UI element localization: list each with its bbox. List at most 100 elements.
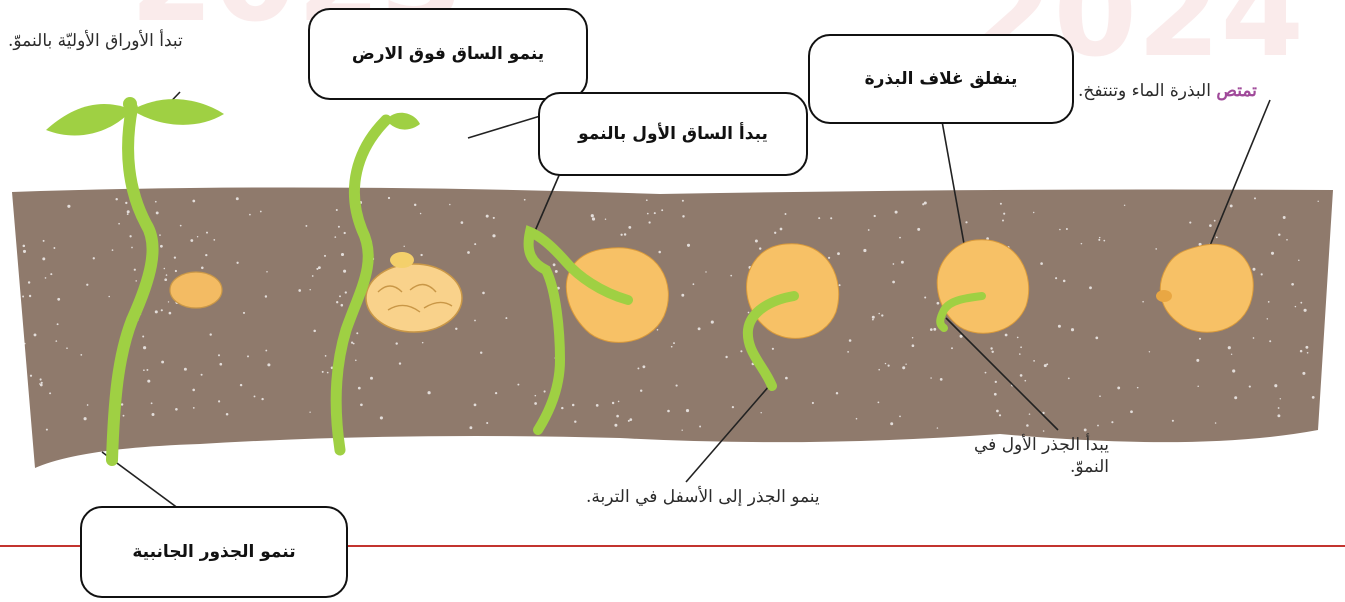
- soil-speck: [887, 364, 890, 367]
- soil-speck: [670, 345, 673, 348]
- soil-speck: [878, 312, 880, 315]
- soil-speck: [590, 214, 594, 218]
- soil-speck: [39, 383, 43, 387]
- soil-speck: [730, 274, 733, 277]
- soil-speck: [951, 347, 953, 350]
- soil-speck: [835, 391, 839, 395]
- soil-speck: [23, 426, 27, 430]
- plant-stem-above-ground: [330, 112, 463, 456]
- soil-speck: [710, 320, 714, 324]
- soil-speck: [55, 340, 58, 342]
- soil-speck: [1252, 337, 1255, 339]
- soil-speck: [175, 408, 178, 411]
- soil-speck: [673, 342, 675, 345]
- soil-speck: [1095, 336, 1099, 340]
- soil-speck: [1198, 242, 1202, 246]
- soil-speck: [261, 397, 264, 401]
- soil-speck: [316, 267, 319, 270]
- soil-speck: [552, 263, 556, 267]
- soil-speck: [681, 429, 683, 431]
- soil-speck: [1213, 219, 1216, 222]
- soil-speck: [774, 231, 777, 234]
- soil-speck: [164, 278, 168, 282]
- soil-speck: [872, 318, 874, 321]
- soil-speck: [143, 369, 145, 372]
- soil-speck: [871, 315, 875, 319]
- soil-speck: [206, 231, 208, 234]
- soil-speck: [486, 421, 489, 425]
- soil-speck: [658, 250, 661, 254]
- soil-speck: [1254, 197, 1256, 200]
- soil-speck: [905, 363, 907, 365]
- soil-speck: [740, 350, 743, 353]
- soil-speck: [685, 409, 690, 413]
- soil-speck: [523, 198, 526, 201]
- soil-speck: [311, 275, 314, 277]
- soil-speck: [161, 360, 165, 364]
- soil-speck: [494, 391, 498, 395]
- soil-speck: [122, 414, 125, 417]
- soil-speck: [165, 274, 168, 276]
- soil-speck: [936, 427, 939, 429]
- soil-speck: [604, 218, 607, 220]
- soil-speck: [239, 383, 243, 387]
- soil-speck: [163, 267, 166, 270]
- soil-speck: [44, 277, 47, 279]
- soil-speck: [1004, 333, 1008, 337]
- label-absorbs-word: تمتص: [1216, 81, 1257, 101]
- soil-speck: [894, 210, 898, 214]
- soil-speck: [167, 301, 170, 303]
- soil-speck: [990, 347, 993, 350]
- soil-speck: [855, 417, 858, 420]
- soil-speck: [309, 411, 311, 413]
- soil-speck: [614, 423, 618, 427]
- soil-speck: [595, 404, 599, 407]
- soil-speck: [126, 213, 129, 215]
- soil-speck: [1171, 419, 1174, 422]
- soil-speck: [628, 225, 632, 229]
- soil-speck: [653, 212, 656, 215]
- soil-speck: [19, 311, 22, 314]
- soil-speck: [892, 263, 895, 265]
- soil-speck: [42, 257, 46, 261]
- soil-speck: [554, 269, 558, 273]
- soil-speck: [339, 295, 341, 298]
- soil-speck: [22, 295, 25, 298]
- soil-speck: [154, 310, 158, 314]
- soil-speck: [335, 208, 338, 212]
- soil-speck: [266, 270, 268, 273]
- soil-speck: [1080, 242, 1083, 245]
- soil-speck: [574, 420, 577, 423]
- soil-speck: [482, 291, 485, 295]
- soil-speck: [474, 319, 476, 322]
- soil-speck: [337, 225, 340, 228]
- soil-speck: [1033, 360, 1035, 362]
- soil-speck: [611, 401, 615, 405]
- soil-speck: [201, 266, 204, 270]
- soil-speck: [996, 409, 999, 413]
- soil-speck: [326, 371, 329, 374]
- soil-speck: [1227, 346, 1231, 350]
- label-first-root-line2: النموّ.: [1069, 457, 1110, 477]
- soil-speck: [1098, 238, 1101, 241]
- soil-speck: [911, 337, 914, 339]
- soil-speck: [1062, 279, 1066, 283]
- soil-speck: [939, 378, 943, 381]
- soil-speck: [1230, 353, 1233, 355]
- soil-speck: [334, 236, 337, 238]
- label-first-leaves: تبدأ الأوراق الأوليّة بالنموّ.: [8, 31, 183, 51]
- soil-speck: [419, 212, 422, 215]
- soil-speck: [1148, 351, 1151, 353]
- soil-speck: [1019, 353, 1021, 355]
- soil-speck: [22, 244, 26, 248]
- soil-speck: [352, 342, 355, 345]
- label-root-down: ينمو الجذر إلى الأسفل في التربة.: [586, 487, 820, 507]
- soil-speck: [517, 383, 520, 386]
- soil-speck: [760, 411, 762, 414]
- label-first-root-line1: يبدأ الجذر الأول في: [974, 435, 1110, 455]
- soil-speck: [936, 301, 940, 305]
- soil-speck: [1277, 407, 1280, 409]
- soil-speck: [1214, 422, 1217, 424]
- soil-speck: [902, 366, 906, 370]
